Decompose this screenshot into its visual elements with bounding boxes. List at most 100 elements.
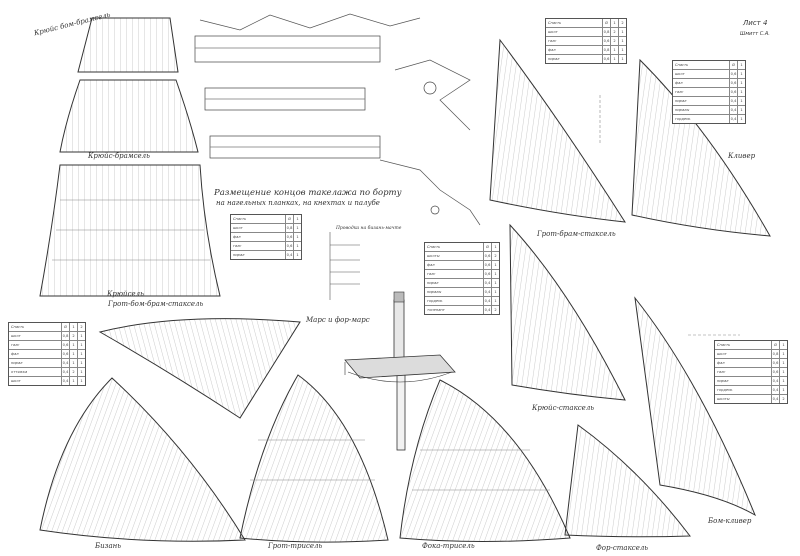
table-cell-value: 1 xyxy=(491,270,499,278)
table-cell-name: нирал xyxy=(717,379,729,383)
table-cell-name: оттяжка xyxy=(11,370,28,374)
mast-top-ground xyxy=(393,291,405,303)
table-cell-value: 1 xyxy=(779,341,787,349)
table-cell-value: 0,8 xyxy=(602,28,610,36)
table-cell-value: 1 xyxy=(779,377,787,385)
table-cell-name: нирал xyxy=(675,99,687,103)
sheet-author: Шмитт С.А. xyxy=(740,31,770,37)
sail-spanker xyxy=(39,377,246,542)
rigging-title: Размещение концов такелажа по борту xyxy=(214,188,402,198)
table-cell-value: 1 xyxy=(491,243,499,251)
table-cell-name: шкот xyxy=(11,334,21,338)
dashed-guides xyxy=(599,95,740,336)
table-cell-value: 1 xyxy=(610,55,618,63)
table-cell-value: 0,6 xyxy=(285,233,293,241)
sail-main-topgallant-staysail xyxy=(489,38,626,223)
table-cell-name: шкоты xyxy=(717,397,730,401)
table-cell-value: 2 xyxy=(610,37,618,45)
sail-flying-jib xyxy=(634,296,757,517)
table-cell-value: 0,6 xyxy=(61,341,69,349)
table-cell-value: 0,6 xyxy=(729,70,737,78)
sail-main-staysail xyxy=(509,223,626,401)
table-cell-name: фал xyxy=(233,235,241,239)
table-cell-value: 0,4 xyxy=(61,368,69,376)
table-cell-value: 0,4 xyxy=(771,377,779,385)
table-cell-value: Ø xyxy=(729,61,737,69)
table-cell-name: Снасть xyxy=(427,245,441,249)
table-cell-value: 0,6 xyxy=(61,350,69,358)
halyard-leads xyxy=(329,232,360,300)
table-cell-name: фал xyxy=(11,352,19,356)
table-cell-value: 1 xyxy=(491,288,499,296)
table-cell-value: 0,4 xyxy=(285,251,293,259)
table-cell-value: 0,4 xyxy=(483,279,491,287)
label-main-topgallant-staysail: Грот-брам-стаксель xyxy=(537,230,616,238)
table-cell-name: шкот xyxy=(11,379,21,383)
table-cell-name: фал xyxy=(548,48,556,52)
table-cell-value: 1 xyxy=(69,359,77,367)
sail-mizzen xyxy=(39,164,221,297)
table-cell-value: 2 xyxy=(491,306,499,314)
table-cell-value: 1 xyxy=(618,46,626,54)
table-cell-value: 0,6 xyxy=(602,37,610,45)
table-cell-value: 1 xyxy=(618,37,626,45)
table-cell-value: 2 xyxy=(618,19,626,27)
table-cell-value: 1 xyxy=(69,350,77,358)
table-cell-name: Снасть xyxy=(717,343,731,347)
table-cell-value: 1 xyxy=(293,215,301,223)
sail-fore-topsail xyxy=(59,79,199,153)
table-cell-value: 0,6 xyxy=(729,88,737,96)
table-cell-name: галс xyxy=(427,272,436,276)
table-cell-value: 0,4 xyxy=(483,297,491,305)
table-cell-name: галс xyxy=(233,244,242,248)
table-cell-value: 0,8 xyxy=(602,46,610,54)
table-cell-value: 1 xyxy=(610,46,618,54)
sail-fore-topgallant xyxy=(77,17,179,73)
table-cell-value: 1 xyxy=(77,359,85,367)
table-cell-value: 1 xyxy=(293,242,301,250)
table-cell-value: 1 xyxy=(737,79,745,87)
table-cell-name: гордень xyxy=(717,388,733,392)
label-fore-topsail: Крюйс-брамсель xyxy=(88,152,150,160)
table-cell-value: 0,4 xyxy=(729,106,737,114)
table-cell-value: 0,8 xyxy=(771,350,779,358)
table-cell-value: 0,8 xyxy=(285,224,293,232)
table-cell-name: нирал xyxy=(427,281,439,285)
table-cell-name: нирал xyxy=(11,361,23,365)
table-cell-value: 2 xyxy=(491,252,499,260)
label-fore-topmast-staysail: Фор-стаксель xyxy=(596,544,649,552)
table-cell-value: 1 xyxy=(77,341,85,349)
table-cell-name: гордень xyxy=(675,117,691,121)
table-cell-value: 1 xyxy=(69,377,77,385)
rigging-diagram xyxy=(194,13,481,226)
table-cell-value: 0,4 xyxy=(729,115,737,123)
table-cell-value: 1 xyxy=(779,359,787,367)
table-cell-name: галс xyxy=(675,90,684,94)
table-cell-value: 1 xyxy=(69,323,77,331)
table-cell-name: фал xyxy=(675,81,683,85)
